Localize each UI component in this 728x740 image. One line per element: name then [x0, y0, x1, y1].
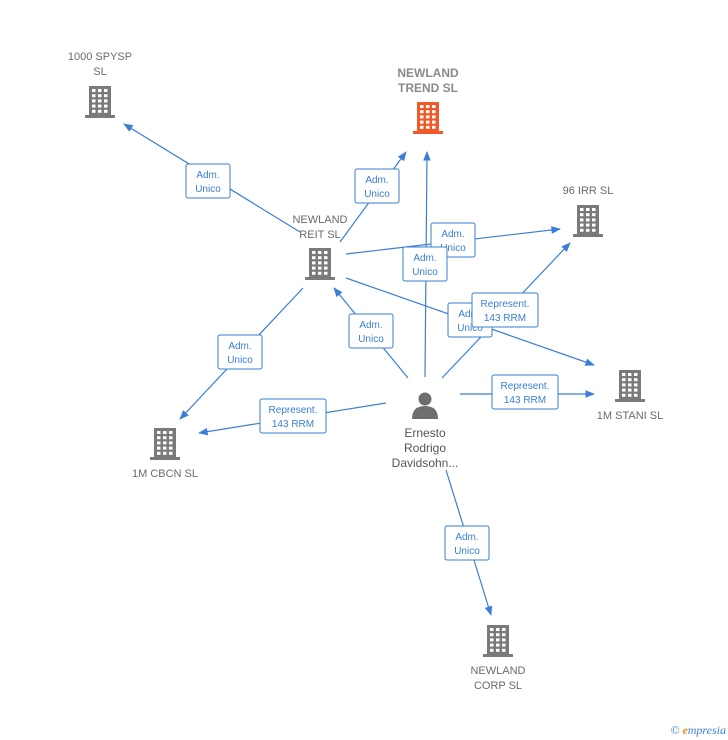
- edge-label-text: Unico: [457, 323, 483, 334]
- building-icon[interactable]: [150, 428, 180, 460]
- building-icon[interactable]: [305, 248, 335, 280]
- edge-label-text: Unico: [227, 355, 253, 366]
- edge-label-text: Adm.: [359, 320, 382, 331]
- edge-label-text: Adm.: [365, 175, 388, 186]
- edge-label-text: 143 RRM: [484, 313, 526, 324]
- node-label-newland-trend[interactable]: NEWLAND TREND SL: [397, 66, 459, 95]
- person-icon[interactable]: [412, 392, 438, 420]
- edge-label-text: Unico: [364, 189, 390, 200]
- edge-label[interactable]: Represent. 143 RRM: [259, 398, 327, 434]
- edge-label[interactable]: Adm. Unico: [348, 313, 394, 349]
- building-icon[interactable]: [85, 86, 115, 118]
- building-icon[interactable]: [615, 370, 645, 402]
- edge-label-text: Represent.: [269, 405, 318, 416]
- edge-label-text: 143 RRM: [272, 419, 314, 430]
- edge-label-text: Unico: [412, 267, 438, 278]
- brand-name: mpresia: [687, 723, 726, 737]
- edge-label-text: Unico: [440, 243, 466, 254]
- building-icon[interactable]: [483, 625, 513, 657]
- building-icon[interactable]: [573, 205, 603, 237]
- edge-label-box: [402, 246, 448, 282]
- edge-label-box: [491, 374, 559, 410]
- edge-label-box: [348, 313, 394, 349]
- edge-label-text: Represent.: [501, 381, 550, 392]
- node-label-irr[interactable]: 96 IRR SL: [562, 185, 614, 197]
- edge-label-box: [259, 398, 327, 434]
- node-label-cbcn[interactable]: 1M CBCN SL: [131, 468, 199, 480]
- edge-label[interactable]: Adm. Unico: [402, 246, 448, 282]
- edge-label-box: [354, 168, 400, 204]
- edge-label-text: Adm.: [196, 170, 219, 181]
- edge-label-text: Adm.: [228, 341, 251, 352]
- edge-label-text: Represent.: [481, 299, 530, 310]
- edge-label-box: [185, 163, 231, 199]
- edge-label[interactable]: Adm. Unico: [444, 525, 490, 561]
- edge-label-box: [217, 334, 263, 370]
- node-label-corp[interactable]: NEWLAND CORP SL: [470, 665, 526, 692]
- edge-label-text: Adm.: [458, 309, 481, 320]
- brand-initial: e: [682, 723, 688, 737]
- edge-label-box: [444, 525, 490, 561]
- edge-label[interactable]: Represent. 143 RRM: [491, 374, 559, 410]
- edge-label-text: Unico: [358, 334, 384, 345]
- edge-label[interactable]: Adm. Unico: [185, 163, 231, 199]
- edge-label-text: Unico: [195, 184, 221, 195]
- edge-label-text: 143 RRM: [504, 395, 546, 406]
- edge-label-text: Adm.: [455, 532, 478, 543]
- node-label-stani[interactable]: 1M STANI SL: [596, 410, 664, 422]
- empresia-logo[interactable]: © empresia: [670, 723, 726, 738]
- node-label-person[interactable]: Ernesto Rodrigo Davidsohn...: [391, 426, 459, 470]
- node-label-reit[interactable]: NEWLAND REIT SL: [292, 214, 348, 241]
- edge-label[interactable]: Represent. 143 RRM: [471, 292, 539, 328]
- building-icon[interactable]: [413, 102, 443, 134]
- edge-label[interactable]: Adm. Unico: [354, 168, 400, 204]
- copyright-symbol: ©: [670, 723, 680, 737]
- edge-label-box: [471, 292, 539, 328]
- node-label-spysp[interactable]: 1000 SPYSP SL: [67, 51, 133, 78]
- edge-label-text: Adm.: [441, 229, 464, 240]
- edge-label[interactable]: Adm. Unico: [217, 334, 263, 370]
- edge-label-text: Unico: [454, 546, 480, 557]
- edge-label-text: Adm.: [413, 253, 436, 264]
